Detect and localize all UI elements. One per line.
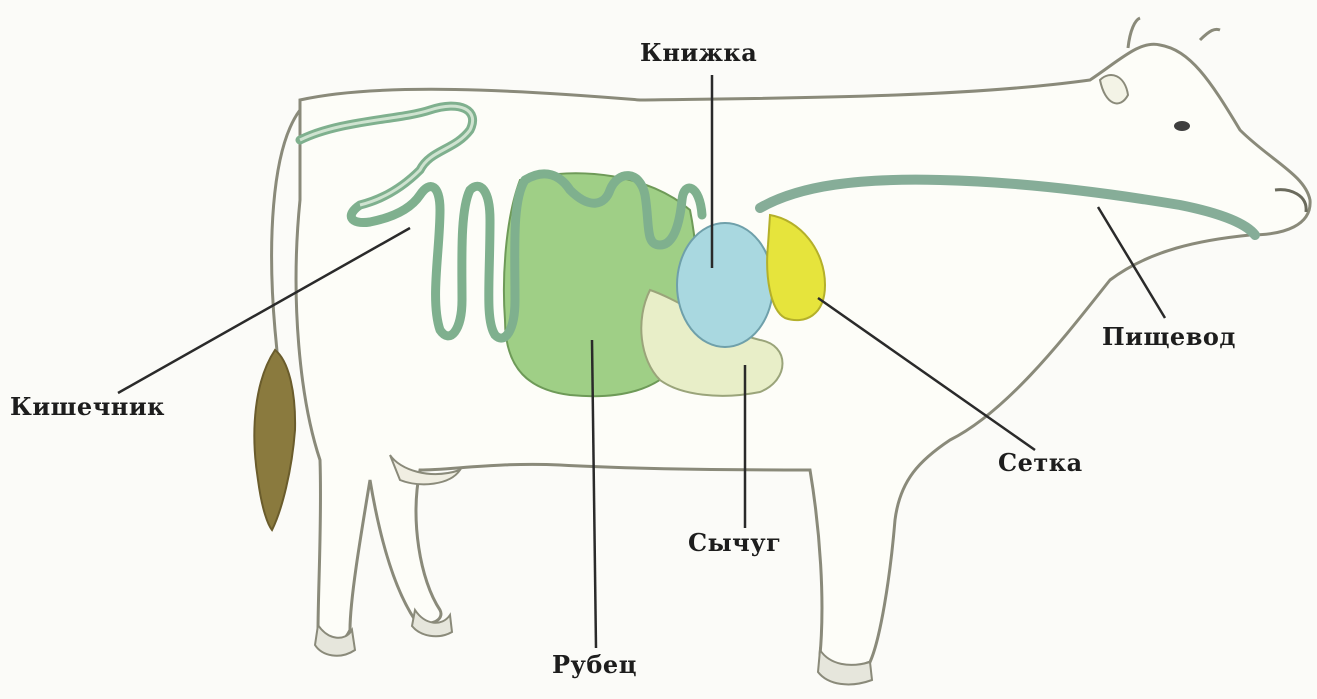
cow-horn [1128,18,1220,48]
cow-body-outline [296,44,1310,667]
tail-tuft [254,350,295,530]
label-knizhka: Книжка [640,38,757,67]
label-setka: Сетка [998,448,1083,477]
label-sychug: Сычуг [688,528,781,557]
label-rubets: Рубец [552,650,637,679]
label-kishechnik: Кишечник [10,392,165,421]
label-pishchevod: Пищевод [1102,322,1236,351]
cow-eye [1174,121,1190,131]
omasum-shape [677,223,773,347]
